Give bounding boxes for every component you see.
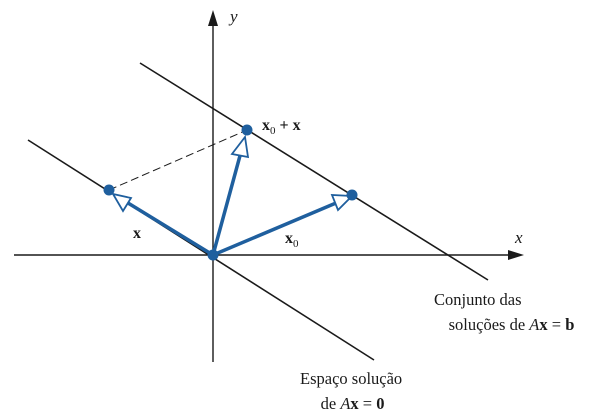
null-space-caption-A: A — [339, 394, 351, 413]
solution-set-caption-x: x — [539, 315, 548, 334]
vector-x0-label: x0 — [285, 230, 299, 250]
vector-x0-label-main: x — [285, 230, 293, 247]
null-space-caption-zero: 0 — [376, 394, 384, 413]
x-axis-label: x — [514, 228, 523, 247]
null-space-caption-pre: de — [321, 394, 341, 413]
vector-x-arrowhead — [111, 192, 133, 213]
point-x0-plus-x — [241, 124, 253, 136]
dashed-translation-line — [108, 129, 248, 191]
origin-point — [207, 249, 219, 261]
vector-x — [111, 192, 214, 257]
vector-x0 — [212, 194, 355, 257]
y-axis-label: y — [228, 7, 238, 26]
null-space-line — [27, 139, 375, 361]
x-axis-arrowhead — [508, 250, 524, 260]
solution-set-line — [139, 62, 489, 281]
vector-x0-plus-x-arrowhead — [230, 134, 250, 159]
solution-set-caption-A: A — [528, 315, 540, 334]
null-space-caption-x: x — [350, 394, 359, 413]
y-axis-arrowhead — [208, 10, 218, 26]
solution-set-caption-eq: = — [548, 315, 566, 334]
solution-set-caption-line1: Conjunto das — [434, 290, 522, 309]
vector-x-label: x — [133, 225, 141, 242]
vector-x0-arrowhead — [330, 194, 355, 212]
vector-sum-label: x0 + x — [262, 117, 301, 137]
null-space-caption-eq: = — [359, 394, 377, 413]
vector-x0-plus-x — [211, 134, 250, 256]
null-space-caption-line2: de Ax = 0 — [300, 394, 397, 413]
solution-set-caption-b: b — [565, 315, 574, 334]
solution-set-caption-pre: soluções de — [449, 315, 530, 334]
vector-sum-label-sub: 0 — [270, 125, 276, 137]
point-x0 — [346, 189, 358, 201]
null-space-caption-line1: Espaço solução — [300, 369, 402, 388]
point-x — [103, 184, 115, 196]
vector-sum-label-main: x — [262, 117, 270, 134]
vector-x0-label-sub: 0 — [293, 238, 299, 250]
vector-sum-label-rest: + x — [276, 117, 301, 134]
solution-set-caption-line2: soluções de Ax = b — [428, 315, 587, 334]
